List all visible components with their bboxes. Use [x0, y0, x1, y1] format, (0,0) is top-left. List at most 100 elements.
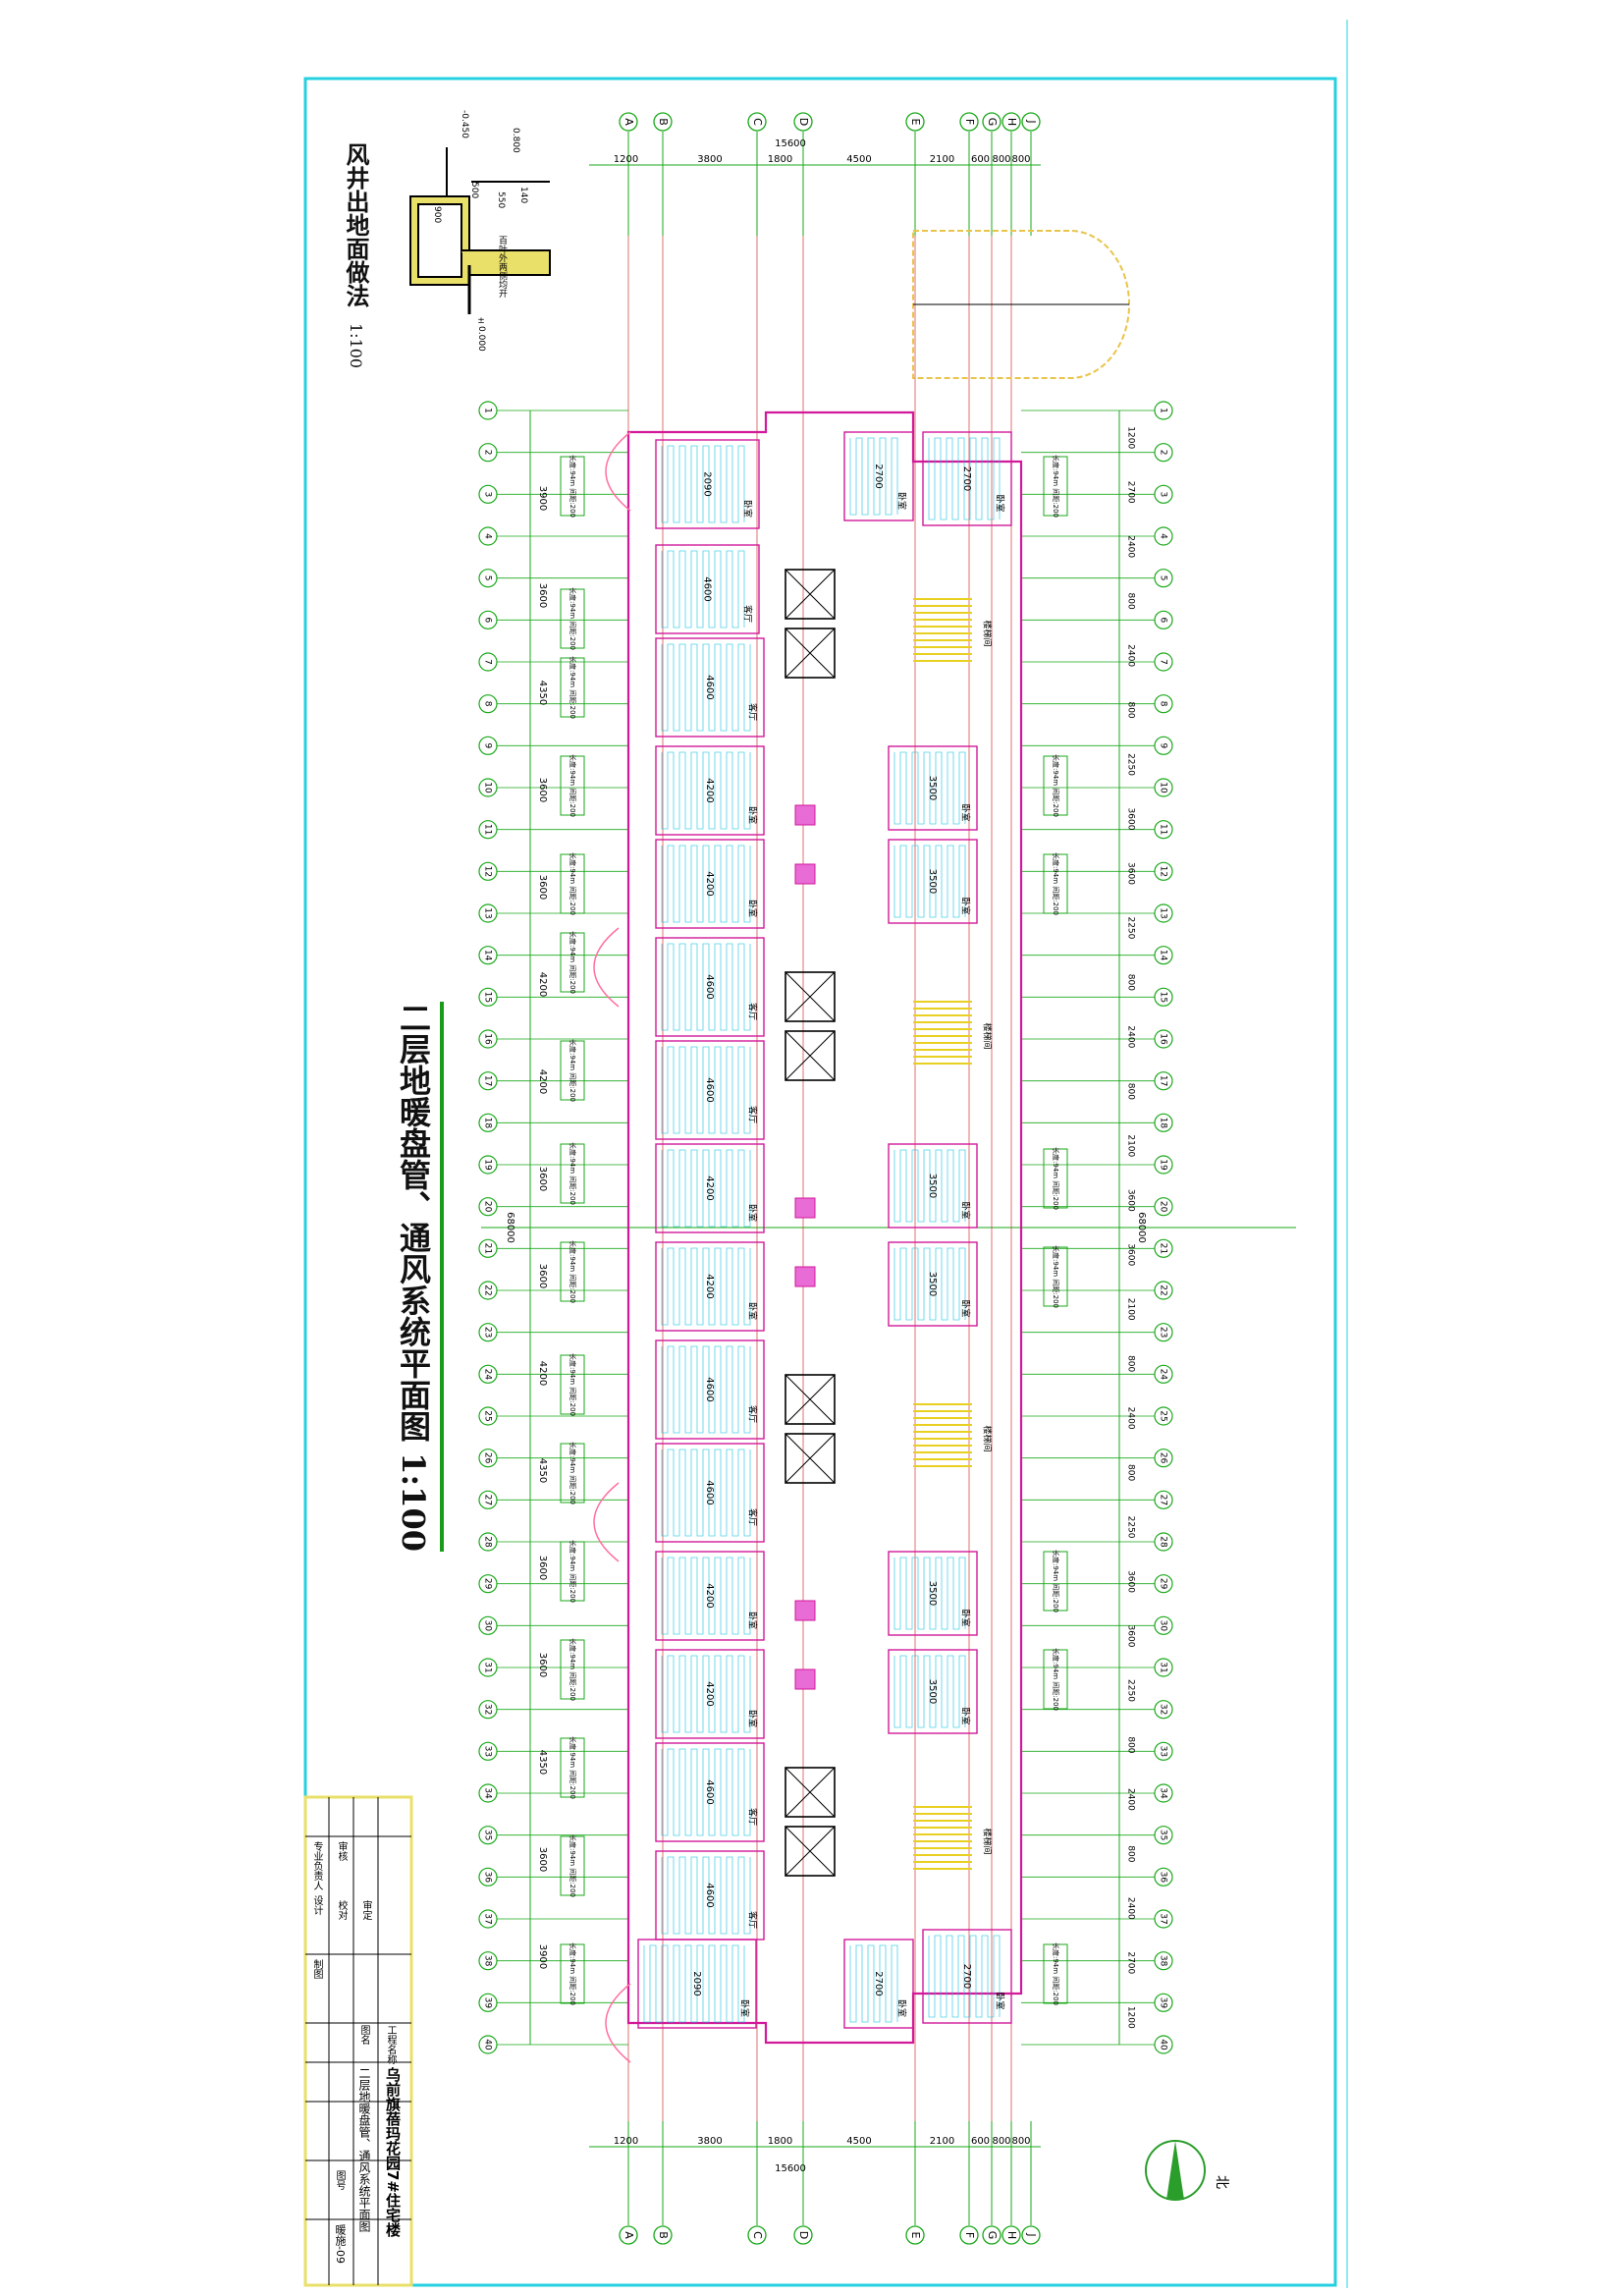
axis-number-right-10: 10 — [1159, 782, 1168, 793]
drawing-number: 暖施-09 — [334, 2224, 347, 2264]
axis-bubble-right-34 — [1154, 1783, 1173, 1803]
coil-note-left-13: 长度:94m 间距:200 — [568, 1736, 577, 1799]
room-10 — [655, 1443, 765, 1543]
coil-note-right-3: 长度:94m 间距:200 — [1052, 1147, 1060, 1210]
axis-number-right-33: 33 — [1159, 1746, 1168, 1757]
axis-number-left-28: 28 — [483, 1536, 493, 1548]
room-label-23: 卧室 — [960, 1707, 972, 1724]
room-label-13: 客厅 — [747, 1808, 759, 1826]
coil-note-box-right-1 — [1043, 755, 1068, 816]
axis-number-left-10: 10 — [483, 782, 493, 793]
axis-number-left-34: 34 — [483, 1787, 493, 1799]
coil-9 — [661, 1345, 751, 1434]
tb-label-8: 制图 — [311, 1959, 322, 1979]
room-8 — [655, 1241, 765, 1332]
coil-note-right-7: 长度:94m 间距:200 — [1052, 1942, 1060, 2005]
axis-bubble-left-36 — [478, 1867, 498, 1886]
coil-note-box-right-0 — [1043, 456, 1068, 517]
room-dim-22: 3500 — [927, 1581, 938, 1606]
axis-bubble-left-14 — [478, 946, 498, 965]
grid-bubble-C-top — [747, 112, 767, 132]
coil-1 — [661, 550, 745, 629]
coil-note-left-3: 长度:94m 间距:200 — [568, 754, 577, 817]
room-label-2: 客厅 — [747, 703, 759, 721]
right-dim-13: 2100 — [1126, 1134, 1136, 1157]
bay-dim-0-1: 1200 — [614, 2136, 638, 2147]
axis-number-right-24: 24 — [1159, 1369, 1168, 1381]
room-dim-1: 4600 — [702, 576, 713, 601]
right-dim-15: 3600 — [1126, 1243, 1136, 1266]
bay-dim-7-1: 800 — [1011, 2136, 1030, 2147]
overall-length-left: 68000 — [505, 1212, 515, 1243]
axis-number-left-29: 29 — [483, 1578, 493, 1590]
left-dim-10: 4350 — [537, 1458, 548, 1483]
overall-width-1: 15600 — [775, 2163, 806, 2174]
right-dim-0: 1200 — [1126, 426, 1136, 449]
elevator-x-2 — [785, 971, 836, 1022]
grid-axis-right: 1234567891011121314151617181920212223242… — [1118, 401, 1173, 2054]
coil-14 — [661, 1856, 751, 1935]
axis-number-right-18: 18 — [1159, 1118, 1168, 1129]
stair-1 — [913, 1001, 972, 1065]
axis-number-left-16: 16 — [483, 1033, 493, 1045]
axis-number-right-1: 1 — [1159, 408, 1168, 413]
axis-bubble-right-26 — [1154, 1449, 1173, 1468]
tb-label-4: 审核 — [336, 1841, 347, 1861]
axis-bubble-right-22 — [1154, 1281, 1173, 1300]
coil-note-right-2: 长度:94m 间距:200 — [1052, 852, 1060, 915]
room-label-7: 卧室 — [747, 1204, 759, 1222]
tb-label-6: 审定 — [360, 1900, 371, 1920]
axis-bubble-left-15 — [478, 987, 498, 1007]
grid-letter-F-top: F — [963, 119, 976, 125]
tb-label-7: 校对 — [336, 1900, 347, 1920]
coil-note-left-14: 长度:94m 间距:200 — [568, 1834, 577, 1897]
axis-number-right-14: 14 — [1159, 950, 1168, 961]
room-dim-0: 2090 — [702, 471, 713, 496]
axis-bubble-left-11 — [478, 820, 498, 840]
axis-bubble-left-17 — [478, 1071, 498, 1091]
grid-letter-H-top: H — [1005, 118, 1018, 126]
axis-bubble-left-20 — [478, 1197, 498, 1217]
room-dim-13: 4600 — [704, 1779, 715, 1804]
right-dim-3: 800 — [1126, 593, 1136, 610]
axis-bubble-right-17 — [1154, 1071, 1173, 1091]
axis-number-left-26: 26 — [483, 1452, 493, 1464]
coil-note-box-left-11 — [560, 1541, 585, 1602]
axis-bubble-left-21 — [478, 1238, 498, 1258]
room-dim-24: 2700 — [873, 1971, 884, 1995]
overall-length-right: 68000 — [1136, 1212, 1147, 1243]
right-dim-17: 800 — [1126, 1355, 1136, 1372]
axis-bubble-right-8 — [1154, 694, 1173, 714]
coil-note-left-8: 长度:94m 间距:200 — [568, 1240, 577, 1303]
axis-number-left-8: 8 — [483, 701, 493, 707]
axis-bubble-right-3 — [1154, 484, 1173, 504]
right-dim-6: 2250 — [1126, 753, 1136, 776]
axis-bubble-right-20 — [1154, 1197, 1173, 1217]
room-label-9: 客厅 — [747, 1405, 759, 1423]
axis-bubble-left-26 — [478, 1449, 498, 1468]
axis-bubble-right-40 — [1154, 2035, 1173, 2054]
left-dim-12: 3600 — [537, 1653, 548, 1677]
room-22 — [888, 1551, 978, 1636]
left-dim-5: 4200 — [537, 972, 548, 997]
bay-dim-1-1: 3800 — [697, 2136, 722, 2147]
coil-note-box-left-5 — [560, 932, 585, 993]
detail-scale: 1:100 — [347, 323, 365, 369]
stair-label-2: 楼梯间 — [982, 1425, 994, 1451]
detail-dim_900: 900 — [432, 206, 442, 224]
floor-plan: 长度:94m 间距:200 长度:94m 间距:200 长度:94m 间距:200 长… — [560, 410, 1068, 2063]
detail-elev_top: 0.800 — [511, 128, 520, 153]
axis-bubble-right-18 — [1154, 1113, 1173, 1132]
axis-number-left-14: 14 — [483, 950, 493, 961]
axis-bubble-right-33 — [1154, 1741, 1173, 1761]
axis-number-right-38: 38 — [1159, 1955, 1168, 1967]
axis-number-right-28: 28 — [1159, 1536, 1168, 1548]
north-arrow — [1145, 2140, 1206, 2201]
stair-2 — [913, 1403, 972, 1467]
axis-bubble-right-21 — [1154, 1238, 1173, 1258]
room-label-19: 卧室 — [960, 897, 972, 914]
axis-bubble-left-25 — [478, 1406, 498, 1426]
axis-number-right-25: 25 — [1159, 1410, 1168, 1421]
right-dim-12: 800 — [1126, 1083, 1136, 1100]
title-block-grid — [305, 1797, 411, 2285]
